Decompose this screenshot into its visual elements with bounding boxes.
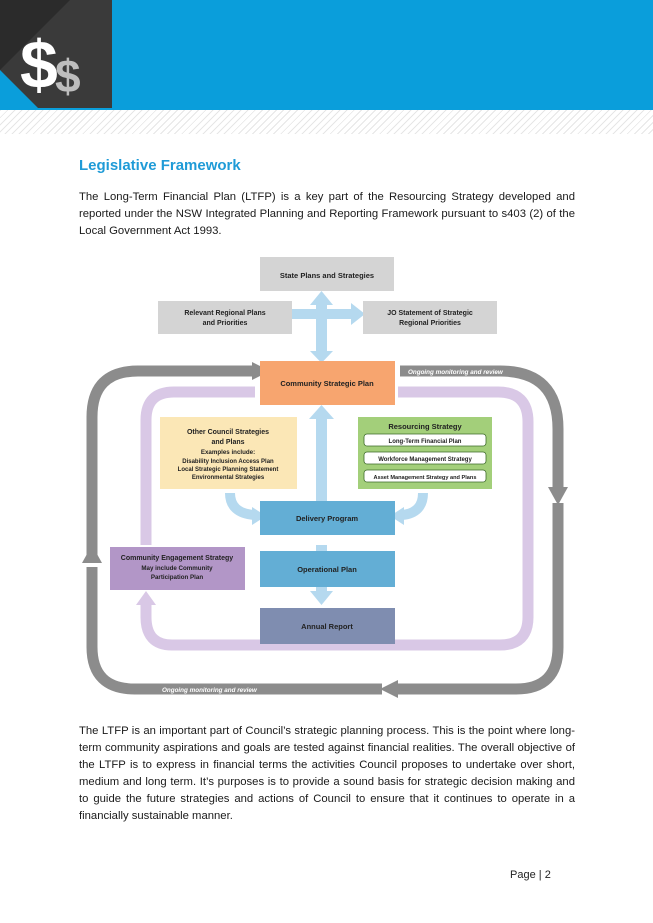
- other-item: Disability Inclusion Access Plan: [182, 459, 274, 465]
- monitoring-label-bottom: Ongoing monitoring and review: [162, 687, 258, 694]
- svg-text:$: $: [55, 50, 81, 102]
- other-to-delivery-arrow: [225, 492, 255, 520]
- resourcing-to-delivery-arrow: [401, 492, 428, 520]
- page-label: Page: [510, 869, 536, 881]
- community-strategic-plan-box: Community Strategic Plan: [260, 361, 395, 405]
- page-footer: Page | 2: [510, 869, 551, 881]
- resourcing-item: Asset Management Strategy and Plans: [374, 475, 477, 481]
- inner-engagement-loop: [140, 386, 534, 651]
- page-number: 2: [544, 869, 551, 881]
- regional-plans-label-2: and Priorities: [203, 320, 248, 327]
- operational-plan-box: Operational Plan: [260, 551, 395, 587]
- other-council-strategies-box: Other Council Strategies and Plans Examp…: [160, 417, 297, 489]
- body-paragraph: The LTFP is an important part of Council…: [79, 725, 575, 822]
- intro-paragraph: The Long-Term Financial Plan (LTFP) is a…: [79, 191, 575, 237]
- regional-plans-label-1: Relevant Regional Plans: [184, 310, 265, 317]
- resourcing-title: Resourcing Strategy: [388, 422, 462, 431]
- engagement-sub-1: May include Community: [141, 565, 213, 572]
- jo-statement-box: JO Statement of Strategic Regional Prior…: [363, 301, 497, 334]
- page-separator: |: [538, 869, 545, 881]
- resourcing-item: Workforce Management Strategy: [378, 457, 472, 463]
- annual-report-box: Annual Report: [260, 608, 395, 644]
- delivery-label: Delivery Program: [296, 514, 358, 523]
- other-item: Environmental Strategies: [192, 475, 265, 481]
- state-plans-label: State Plans and Strategies: [280, 271, 374, 280]
- engagement-sub-2: Participation Plan: [151, 574, 203, 581]
- resourcing-item: Long-Term Financial Plan: [389, 439, 462, 445]
- section-title: Legislative Framework: [79, 157, 241, 174]
- dollar-sign-icon: $ $: [0, 0, 112, 108]
- monitoring-label-top: Ongoing monitoring and review: [408, 369, 504, 376]
- operational-label: Operational Plan: [297, 565, 357, 574]
- regional-plans-box: Relevant Regional Plans and Priorities: [158, 301, 292, 334]
- delivery-program-box: Delivery Program: [260, 501, 395, 535]
- other-item: Local Strategic Planning Statement: [178, 467, 279, 473]
- csp-label: Community Strategic Plan: [280, 379, 374, 388]
- state-plans-box: State Plans and Strategies: [260, 257, 394, 291]
- jo-statement-label-2: Regional Priorities: [399, 320, 461, 327]
- svg-text:$: $: [20, 27, 58, 103]
- other-examples-label: Examples include:: [201, 449, 255, 456]
- outer-monitoring-loop: [86, 365, 564, 695]
- header-hatch-strip: [0, 110, 653, 134]
- ipr-framework-diagram: State Plans and Strategies Relevant Regi…: [82, 257, 568, 698]
- jo-statement-label-1: JO Statement of Strategic: [387, 310, 473, 317]
- other-title-2: and Plans: [211, 439, 244, 446]
- annual-label: Annual Report: [301, 622, 353, 631]
- engagement-title: Community Engagement Strategy: [121, 555, 234, 562]
- community-engagement-box: Community Engagement Strategy May includ…: [110, 547, 245, 590]
- resourcing-strategy-box: Resourcing Strategy Long-Term Financial …: [358, 417, 492, 489]
- other-title-1: Other Council Strategies: [187, 429, 269, 436]
